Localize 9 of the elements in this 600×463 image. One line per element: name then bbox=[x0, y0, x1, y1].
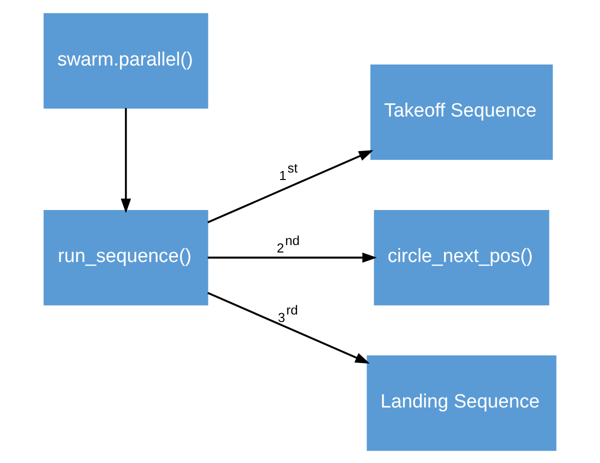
node-box: Landing Sequence bbox=[366, 354, 556, 450]
arrow bbox=[207, 291, 370, 364]
node-box: run_sequence() bbox=[44, 209, 208, 305]
arrow bbox=[207, 150, 374, 223]
arrow bbox=[120, 108, 131, 213]
arrow bbox=[208, 252, 377, 262]
node-box: swarm.parallel() bbox=[44, 12, 208, 108]
node-box: Takeoff Sequence bbox=[370, 64, 553, 160]
node-box: circle_next_pos() bbox=[374, 209, 550, 305]
